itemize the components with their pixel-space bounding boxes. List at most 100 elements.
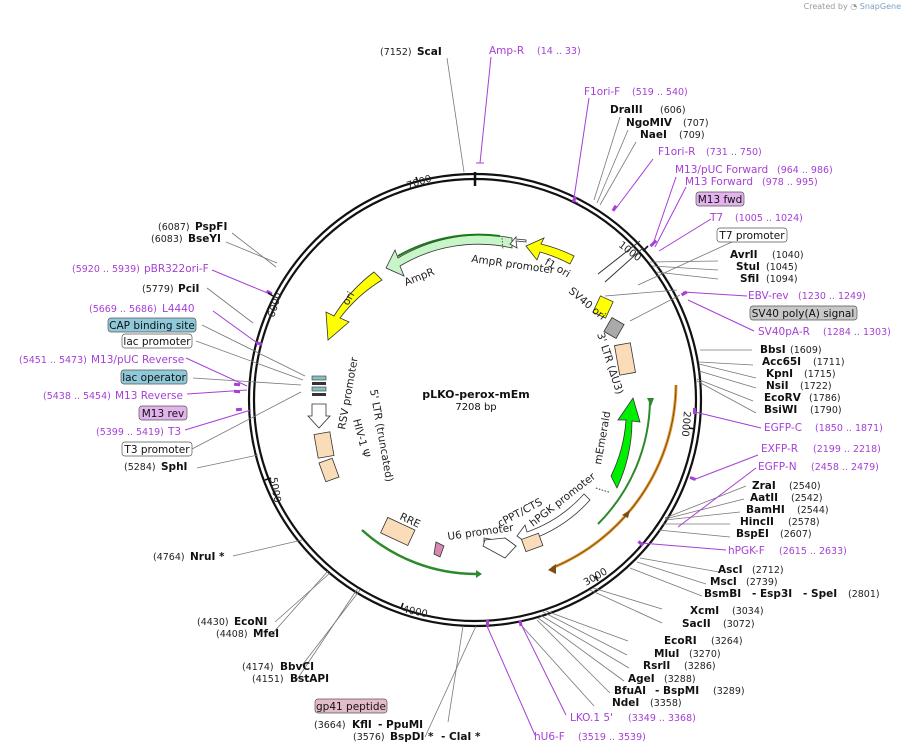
enzyme-sphi[interactable]: (5284)SphI bbox=[124, 461, 187, 473]
primer-f1ori-r[interactable]: F1ori-R(731 .. 750) bbox=[658, 146, 762, 158]
enzyme-pos: (1040) bbox=[772, 250, 804, 261]
enzyme-nsii[interactable]: NsiI(1722) bbox=[766, 380, 832, 392]
hiv-psi-box[interactable] bbox=[318, 457, 340, 483]
cppt-box[interactable] bbox=[520, 532, 544, 553]
primer-m13-reverse[interactable]: (5438 .. 5454)M13 Reverse bbox=[43, 390, 183, 402]
enzyme-msci[interactable]: MscI(2739) bbox=[710, 576, 778, 588]
ltr5-box[interactable] bbox=[313, 431, 335, 459]
primer-m13-puc-reverse[interactable]: (5451 .. 5473)M13/pUC Reverse bbox=[19, 354, 184, 366]
badge-m13-rev[interactable]: M13 rev bbox=[138, 405, 188, 421]
enzyme-sfii[interactable]: SfiI(1094) bbox=[740, 273, 798, 285]
ltr3-box[interactable] bbox=[614, 342, 636, 376]
primer-l4440[interactable]: (5669 .. 5686)L4440 bbox=[89, 303, 195, 315]
enzyme-bfuai[interactable]: BfuAI bbox=[614, 685, 646, 697]
enzyme-rsrii[interactable]: RsrII(3286) bbox=[643, 660, 716, 672]
primer-lko1-5[interactable]: LKO.1 5'(3349 .. 3368) bbox=[570, 712, 696, 724]
enzyme-bseyi[interactable]: (6083)BseYI bbox=[151, 233, 221, 245]
enzyme-pos: (2578) bbox=[788, 517, 820, 528]
badge-m13-fwd[interactable]: M13 fwd bbox=[695, 191, 745, 207]
badge-lac-operator[interactable]: lac operator bbox=[120, 369, 188, 385]
enzyme-ecorv[interactable]: EcoRV(1786) bbox=[764, 392, 841, 404]
enzyme-bspdi[interactable]: (3576)BspDI * bbox=[353, 731, 434, 743]
primer-hpgk-f[interactable]: hPGK-F(2615 .. 2633) bbox=[728, 545, 847, 557]
memerald-arrow[interactable] bbox=[610, 397, 641, 489]
tick-label: 4000 bbox=[401, 604, 428, 620]
hpgk-promoter-arrow[interactable] bbox=[516, 493, 591, 549]
enzyme-avrii[interactable]: AvrII(1040) bbox=[730, 249, 804, 261]
enzyme-agei[interactable]: AgeI(3288) bbox=[628, 673, 696, 685]
primer-hu6-f[interactable]: hU6-F(3519 .. 3539) bbox=[534, 731, 646, 743]
enzyme-acc65i[interactable]: Acc65I(1711) bbox=[762, 356, 845, 368]
enzyme-pos: (1790) bbox=[810, 405, 842, 416]
enzyme-mfei[interactable]: (4408)MfeI bbox=[216, 628, 279, 640]
enzyme-mlui[interactable]: MluI(3270) bbox=[654, 648, 721, 660]
primer-pbr322ori-f[interactable]: (5920 .. 5939)pBR322ori-F bbox=[72, 263, 209, 275]
primer-amp-r[interactable]: Amp-R(14 .. 33) bbox=[489, 45, 581, 57]
primer-range: (731 .. 750) bbox=[706, 147, 762, 158]
primer-m13-puc-forward[interactable]: M13/pUC Forward(964 .. 986) bbox=[675, 164, 833, 176]
badge-sv40-polya[interactable]: SV40 poly(A) signal bbox=[749, 305, 858, 321]
primer-t7[interactable]: T7(1005 .. 1024) bbox=[709, 212, 803, 224]
enzyme-asci[interactable]: AscI(2712) bbox=[718, 564, 784, 576]
enzyme-ndei[interactable]: NdeI(3358) bbox=[612, 697, 682, 709]
primer-egfp-c[interactable]: EGFP-C(1850 .. 1871) bbox=[764, 422, 883, 434]
sv40-polya-box[interactable] bbox=[603, 317, 625, 339]
enzyme-naei[interactable]: NaeI(709) bbox=[640, 129, 705, 141]
enzyme-pos: (3576) bbox=[353, 732, 385, 743]
enzyme-aatii[interactable]: AatII(2542) bbox=[750, 492, 823, 504]
enzyme-kpni[interactable]: KpnI(1715) bbox=[766, 368, 836, 380]
primer-name: EGFP-N bbox=[758, 461, 797, 473]
enzyme-pos: (1722) bbox=[800, 381, 832, 392]
enzyme-pos: (4408) bbox=[216, 629, 248, 640]
primer-sv40pa-r[interactable]: SV40pA-R(1284 .. 1303) bbox=[758, 326, 891, 338]
enzyme-ppumi[interactable]: - PpuMI bbox=[378, 719, 423, 731]
enzyme-pcii[interactable]: (5779)PciI bbox=[142, 283, 199, 295]
enzyme-nrui[interactable]: (4764)NruI * bbox=[153, 551, 225, 563]
badge-t7-promoter[interactable]: T7 promoter bbox=[716, 227, 788, 243]
enzyme-bstapi[interactable]: (4151)BstAPI bbox=[252, 673, 329, 685]
enzyme-spei[interactable]: - SpeI(2801) bbox=[803, 588, 880, 600]
enzyme-bbsi[interactable]: BbsI(1609) bbox=[760, 344, 822, 356]
badge-lac-promoter[interactable]: lac promoter bbox=[121, 333, 193, 349]
enzyme-sacii[interactable]: SacII(3072) bbox=[682, 618, 755, 630]
ampr-promoter-arrow[interactable] bbox=[509, 235, 527, 249]
enzyme-pos: (3034) bbox=[732, 606, 764, 617]
sv40-ori-box[interactable] bbox=[592, 295, 614, 319]
badge-t3-promoter[interactable]: T3 promoter bbox=[121, 441, 193, 457]
primer-range: (1005 .. 1024) bbox=[735, 213, 803, 224]
enzyme-bamhi[interactable]: BamHI(2544) bbox=[746, 504, 829, 516]
enzyme-name: - PpuMI bbox=[378, 719, 423, 731]
primer-m13-forward[interactable]: M13 Forward(978 .. 995) bbox=[685, 176, 818, 188]
gp41-marker[interactable] bbox=[433, 541, 445, 558]
enzyme-ngomiv[interactable]: NgoMIV(707) bbox=[626, 117, 709, 129]
enzyme-bspei[interactable]: BspEI(2607) bbox=[736, 528, 812, 540]
enzyme-hincii[interactable]: HincII(2578) bbox=[740, 516, 820, 528]
enzyme-pos: (1094) bbox=[766, 274, 798, 285]
ori-arrow[interactable] bbox=[325, 271, 383, 341]
enzyme-bspmi[interactable]: - BspMI(3289) bbox=[655, 685, 745, 697]
enzyme-stui[interactable]: StuI(1045) bbox=[736, 261, 798, 273]
primer-exfp-r[interactable]: EXFP-R(2199 .. 2218) bbox=[761, 443, 881, 455]
primer-f1ori-f[interactable]: F1ori-F(519 .. 540) bbox=[584, 86, 688, 98]
enzyme-scai[interactable]: (7152)ScaI bbox=[380, 46, 442, 58]
enzyme-clai[interactable]: - ClaI * bbox=[441, 731, 481, 743]
badge-cap-binding-site[interactable]: CAP binding site bbox=[107, 317, 197, 333]
primer-ebv-rev[interactable]: EBV-rev(1230 .. 1249) bbox=[748, 290, 866, 302]
enzyme-xcmi[interactable]: XcmI(3034) bbox=[690, 605, 764, 617]
primer-t3[interactable]: (5399 .. 5419)T3 bbox=[96, 426, 181, 438]
enzyme-bsiwi[interactable]: BsiWI(1790) bbox=[764, 404, 842, 416]
rre-box[interactable] bbox=[380, 516, 416, 547]
enzyme-draiii[interactable]: DraIII(606) bbox=[610, 104, 686, 116]
enzyme-econi[interactable]: (4430)EcoNI bbox=[197, 616, 267, 628]
enzyme-bsmbi[interactable]: BsmBI bbox=[704, 588, 741, 600]
f1-ori-arrow[interactable] bbox=[525, 237, 575, 265]
primer-egfp-n[interactable]: EGFP-N(2458 .. 2479) bbox=[758, 461, 879, 473]
enzyme-zrai[interactable]: ZraI(2540) bbox=[752, 480, 821, 492]
enzyme-pspfi[interactable]: (6087)PspFI bbox=[158, 221, 227, 233]
enzyme-esp3i[interactable]: - Esp3I bbox=[752, 588, 792, 600]
enzyme-kfli[interactable]: (3664)KflI bbox=[314, 719, 372, 731]
enzyme-bbvci[interactable]: (4174)BbvCI bbox=[242, 661, 314, 673]
rsv-promoter-arrow[interactable] bbox=[307, 403, 331, 429]
badge-gp41-peptide[interactable]: gp41 peptide bbox=[314, 698, 388, 714]
enzyme-ecori[interactable]: EcoRI(3264) bbox=[664, 635, 743, 647]
